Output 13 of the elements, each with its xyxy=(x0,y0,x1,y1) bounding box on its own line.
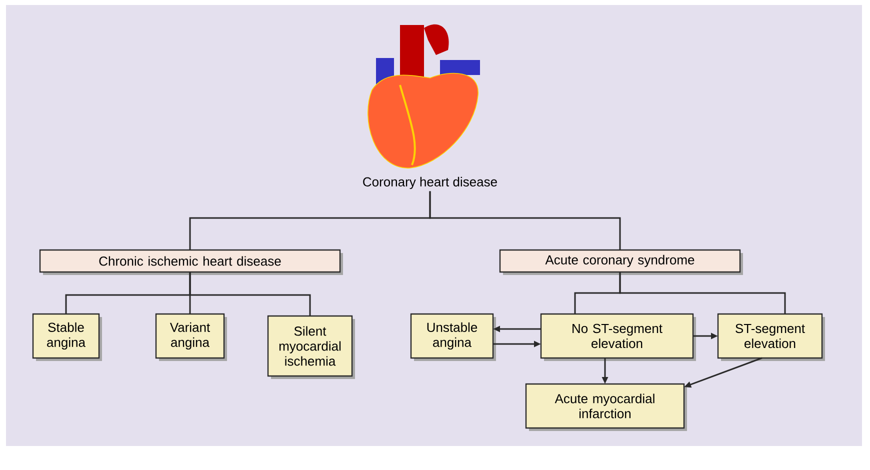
condition-box: Unstable angina xyxy=(410,313,496,361)
category-box: Acute coronary syndrome xyxy=(499,249,743,275)
connector-line xyxy=(429,191,621,250)
connector-line xyxy=(189,272,311,316)
condition-box: Stable angina xyxy=(32,313,102,361)
connector-line xyxy=(619,272,786,314)
condition-box: Variant angina xyxy=(155,313,227,361)
condition-box: Silent myocardial ischemia xyxy=(267,315,355,379)
condition-box: ST-segment elevation xyxy=(717,313,825,361)
condition-box: No ST-segment elevation xyxy=(540,313,696,361)
category-box: Chronic ischemic heart disease xyxy=(39,249,343,275)
condition-box: Acute myocardial infarction xyxy=(525,383,687,431)
node-label: Coronary heart disease xyxy=(363,176,497,190)
